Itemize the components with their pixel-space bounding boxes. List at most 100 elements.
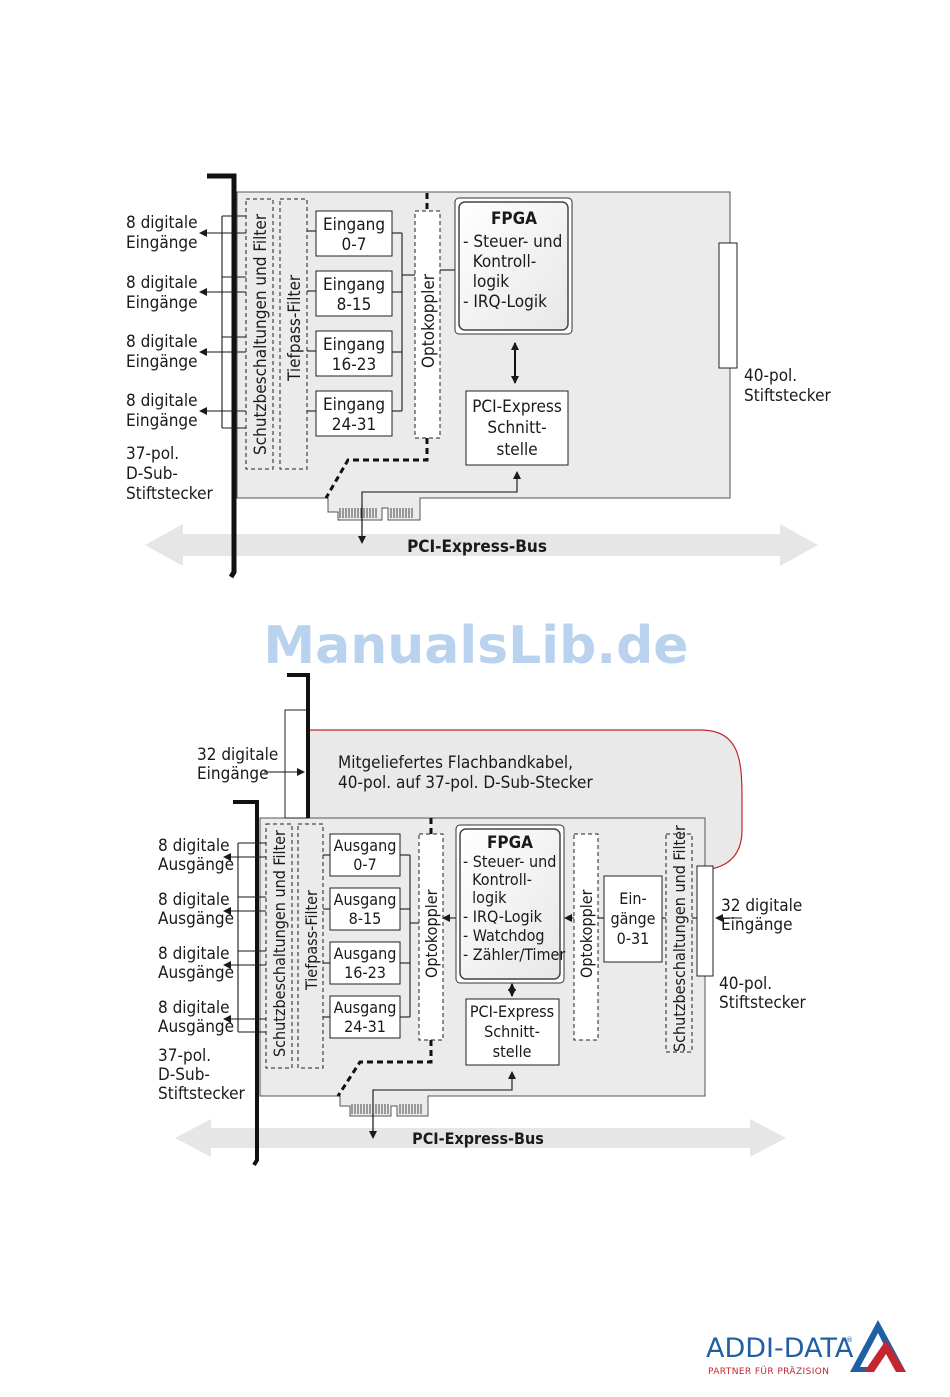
connector-left-label: 37-pol.: [126, 444, 179, 464]
connector-right-label: Stiftstecker: [719, 993, 806, 1013]
block-ausgang-16-23: [329, 941, 401, 985]
input-labels: 8 digitale Eingänge 8 digitale Eingänge …: [126, 213, 213, 504]
block-label: Ausgang: [334, 836, 397, 855]
input-group-label: Eingänge: [126, 411, 198, 431]
optocoupler-right-label: Optokoppler: [577, 889, 596, 978]
connector-right: [718, 242, 738, 369]
connector-left-label: Stiftstecker: [126, 484, 213, 504]
ground-dashed-line: [324, 193, 429, 499]
pci-interface-block: [465, 390, 569, 466]
right-inputs-label: 32 digitale: [721, 896, 802, 916]
inputs-block-label: Ein-: [619, 889, 646, 908]
output-group-label: 8 digitale: [158, 944, 230, 964]
fpga-title: FPGA: [487, 833, 533, 853]
lowpass-label: Tiefpass-Filter: [302, 890, 321, 991]
edge-connector: [339, 508, 413, 518]
block-eingang-8-15: [315, 270, 393, 317]
block-ausgang-0-7: [329, 833, 401, 877]
lowpass-label: Tiefpass-Filter: [285, 274, 305, 382]
block-eingang-0-7: [315, 210, 393, 257]
fpga-feature: - IRQ-Logik: [463, 292, 547, 312]
ribbon-cable: [308, 730, 742, 870]
block-label: 24-31: [332, 415, 376, 435]
diagram-top: Schutzbeschaltungen und Filter Tiefpass-…: [126, 173, 831, 579]
cable-label: Mitgeliefertes Flachbandkabel,: [338, 753, 573, 773]
bus-arrow: [175, 1119, 786, 1157]
input-group-label: 8 digitale: [126, 391, 198, 411]
protection-right-label: Schutzbeschaltungen und Filter: [670, 825, 689, 1052]
fpga-feature: - Watchdog: [463, 926, 545, 945]
fpga-title: FPGA: [491, 209, 537, 229]
output-group-label: Ausgänge: [158, 909, 234, 929]
block-label: Ausgang: [334, 998, 397, 1017]
output-labels: 8 digitale Ausgänge 8 digitale Ausgänge …: [158, 836, 245, 1104]
input-group-label: 8 digitale: [126, 273, 198, 293]
fpga-chip: [458, 201, 569, 331]
output-blocks: Ausgang 0-7 Ausgang 8-15 Ausgang 16-23 A…: [329, 833, 401, 1039]
pci-interface-label: PCI-Express: [472, 397, 562, 417]
logo-brand: ADDI-DATA: [706, 1333, 854, 1364]
optocoupler-label: Optokoppler: [419, 273, 439, 368]
block-label: 8-15: [337, 295, 372, 315]
pci-interface-label: Schnitt-: [487, 418, 546, 438]
block-label: Eingang: [323, 275, 385, 295]
block-label: 24-31: [344, 1017, 386, 1036]
pci-interface-label: stelle: [496, 440, 537, 460]
fpga-feature: logik: [463, 272, 509, 292]
input-arrows: [199, 215, 455, 429]
block-label: Eingang: [323, 335, 385, 355]
lowpass-block: [279, 198, 308, 470]
optocoupler-right-block: [573, 833, 599, 1041]
fpga-feature: - Zähler/Timer: [463, 945, 565, 964]
cable-bracket: [287, 673, 310, 818]
bus-label: PCI-Express-Bus: [407, 537, 547, 557]
output-group-label: 8 digitale: [158, 890, 230, 910]
fpga-chip: [459, 828, 561, 980]
input-group-label: Eingänge: [126, 233, 198, 253]
protection-block: [245, 198, 274, 470]
ribbon-cable-edge: [308, 729, 743, 871]
protection-block: [265, 823, 293, 1069]
block-label: Ausgang: [334, 890, 397, 909]
bus-arrow: [145, 524, 818, 566]
block-label: 16-23: [332, 355, 376, 375]
connector-left-label: D-Sub-: [158, 1065, 210, 1085]
block-label: Ausgang: [334, 944, 397, 963]
output-group-label: 8 digitale: [158, 998, 230, 1018]
output-group-label: Ausgänge: [158, 1017, 234, 1037]
slot-bracket: [207, 173, 237, 579]
logo-triangle-icon: [850, 1320, 906, 1372]
addi-data-logo[interactable]: ADDI-DATA ® PARTNER FÜR PRÄZISION: [706, 1320, 906, 1377]
watermark: ManualsLib.de: [263, 616, 688, 676]
block-ausgang-24-31: [329, 995, 401, 1039]
block-label: 0-7: [353, 855, 377, 874]
right-inputs-label: Eingänge: [721, 915, 793, 935]
logo-tagline: PARTNER FÜR PRÄZISION: [708, 1366, 829, 1377]
protection-label: Schutzbeschaltungen und Filter: [251, 213, 271, 455]
block-ausgang-8-15: [329, 887, 401, 931]
input-group-label: Eingänge: [126, 293, 198, 313]
optocoupler-left-label: Optokoppler: [422, 889, 441, 978]
connector-right-label: 40-pol.: [719, 974, 772, 994]
input-group-label: Eingänge: [126, 352, 198, 372]
block-label: Eingang: [323, 395, 385, 415]
pci-interface-label: stelle: [493, 1042, 532, 1061]
connector-left-label: Stiftstecker: [158, 1084, 245, 1104]
fpga-feature: - Steuer- und: [463, 852, 556, 871]
connector-right-label: Stiftstecker: [744, 386, 831, 406]
protection-right-block: [665, 833, 693, 1053]
inputs-block-label: 0-31: [617, 929, 650, 948]
block-eingang-24-31: [315, 390, 393, 437]
block-label: 16-23: [344, 963, 386, 982]
lowpass-block: [297, 823, 324, 1069]
logo-registered: ®: [846, 1336, 853, 1344]
output-group-label: Ausgänge: [158, 963, 234, 983]
ground-dashed-line: [336, 818, 433, 1097]
fpga-feature: logik: [463, 888, 507, 907]
optocoupler-block: [414, 210, 441, 439]
fpga-feature: - Steuer- und: [463, 232, 562, 252]
slot-bracket: [233, 800, 259, 1167]
bus-label: PCI-Express-Bus: [412, 1129, 544, 1148]
connector-right-label: 40-pol.: [744, 366, 797, 386]
